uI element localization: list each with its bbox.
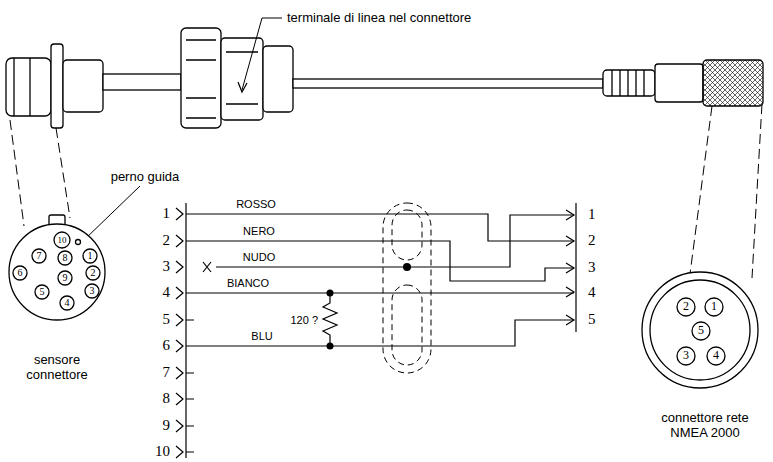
wire-name: BIANCO — [227, 277, 269, 290]
callout-label: terminale di linea nel connettore — [287, 11, 471, 26]
caption-label: connettore rete NMEA 2000 — [649, 411, 761, 441]
cable-shield — [383, 203, 431, 373]
pin-number: 4 — [65, 297, 70, 309]
pin-number: 8 — [63, 252, 68, 264]
pin-number: 9 — [63, 272, 68, 284]
sensor-connector-face — [9, 215, 105, 320]
caption-label: sensore connettore — [17, 353, 97, 383]
pin-number: 1 — [588, 206, 596, 223]
cable-illustration — [6, 28, 763, 128]
junction-dots — [327, 263, 412, 350]
pin-number: 10 — [155, 443, 170, 460]
resistor-value: 120 ? — [290, 314, 318, 327]
callout-label: perno guida — [111, 170, 180, 185]
pin-number: 10 — [58, 235, 67, 245]
pin-number: 1 — [711, 300, 717, 314]
pin-number: 4 — [163, 284, 171, 301]
pin-number: 9 — [163, 417, 171, 434]
pin-number: 5 — [588, 311, 596, 328]
pin-number: 2 — [163, 232, 171, 249]
pin-number: 4 — [713, 349, 719, 363]
terminal-blocks — [176, 203, 576, 458]
pin-number: 3 — [588, 259, 596, 276]
pin-number: 3 — [163, 258, 171, 275]
pin-number: 2 — [683, 300, 689, 314]
wire-name: NUDO — [243, 251, 275, 264]
nmea-connector-face — [642, 272, 758, 388]
pin-number: 3 — [683, 349, 689, 363]
pin-number: 2 — [588, 232, 596, 249]
pin-number: 7 — [163, 364, 171, 381]
pin-number: 6 — [18, 267, 23, 279]
pin-number: 7 — [37, 250, 42, 262]
wire-name: ROSSO — [236, 198, 276, 211]
pin-number: 6 — [163, 337, 171, 354]
pin-number: 5 — [163, 311, 171, 328]
pin-number: 8 — [163, 390, 171, 407]
pin-number: 5 — [698, 324, 704, 338]
pin-number: 1 — [163, 205, 171, 222]
wire-name: NERO — [243, 225, 275, 238]
pin-number: 1 — [88, 250, 93, 262]
pin-number: 5 — [40, 286, 45, 298]
leader-lines — [10, 18, 762, 278]
pin-number: 4 — [588, 284, 596, 301]
wire-name: BLU — [251, 330, 272, 343]
pin-number: 3 — [90, 285, 95, 297]
pin-number: 2 — [91, 267, 96, 279]
wires — [186, 214, 574, 346]
